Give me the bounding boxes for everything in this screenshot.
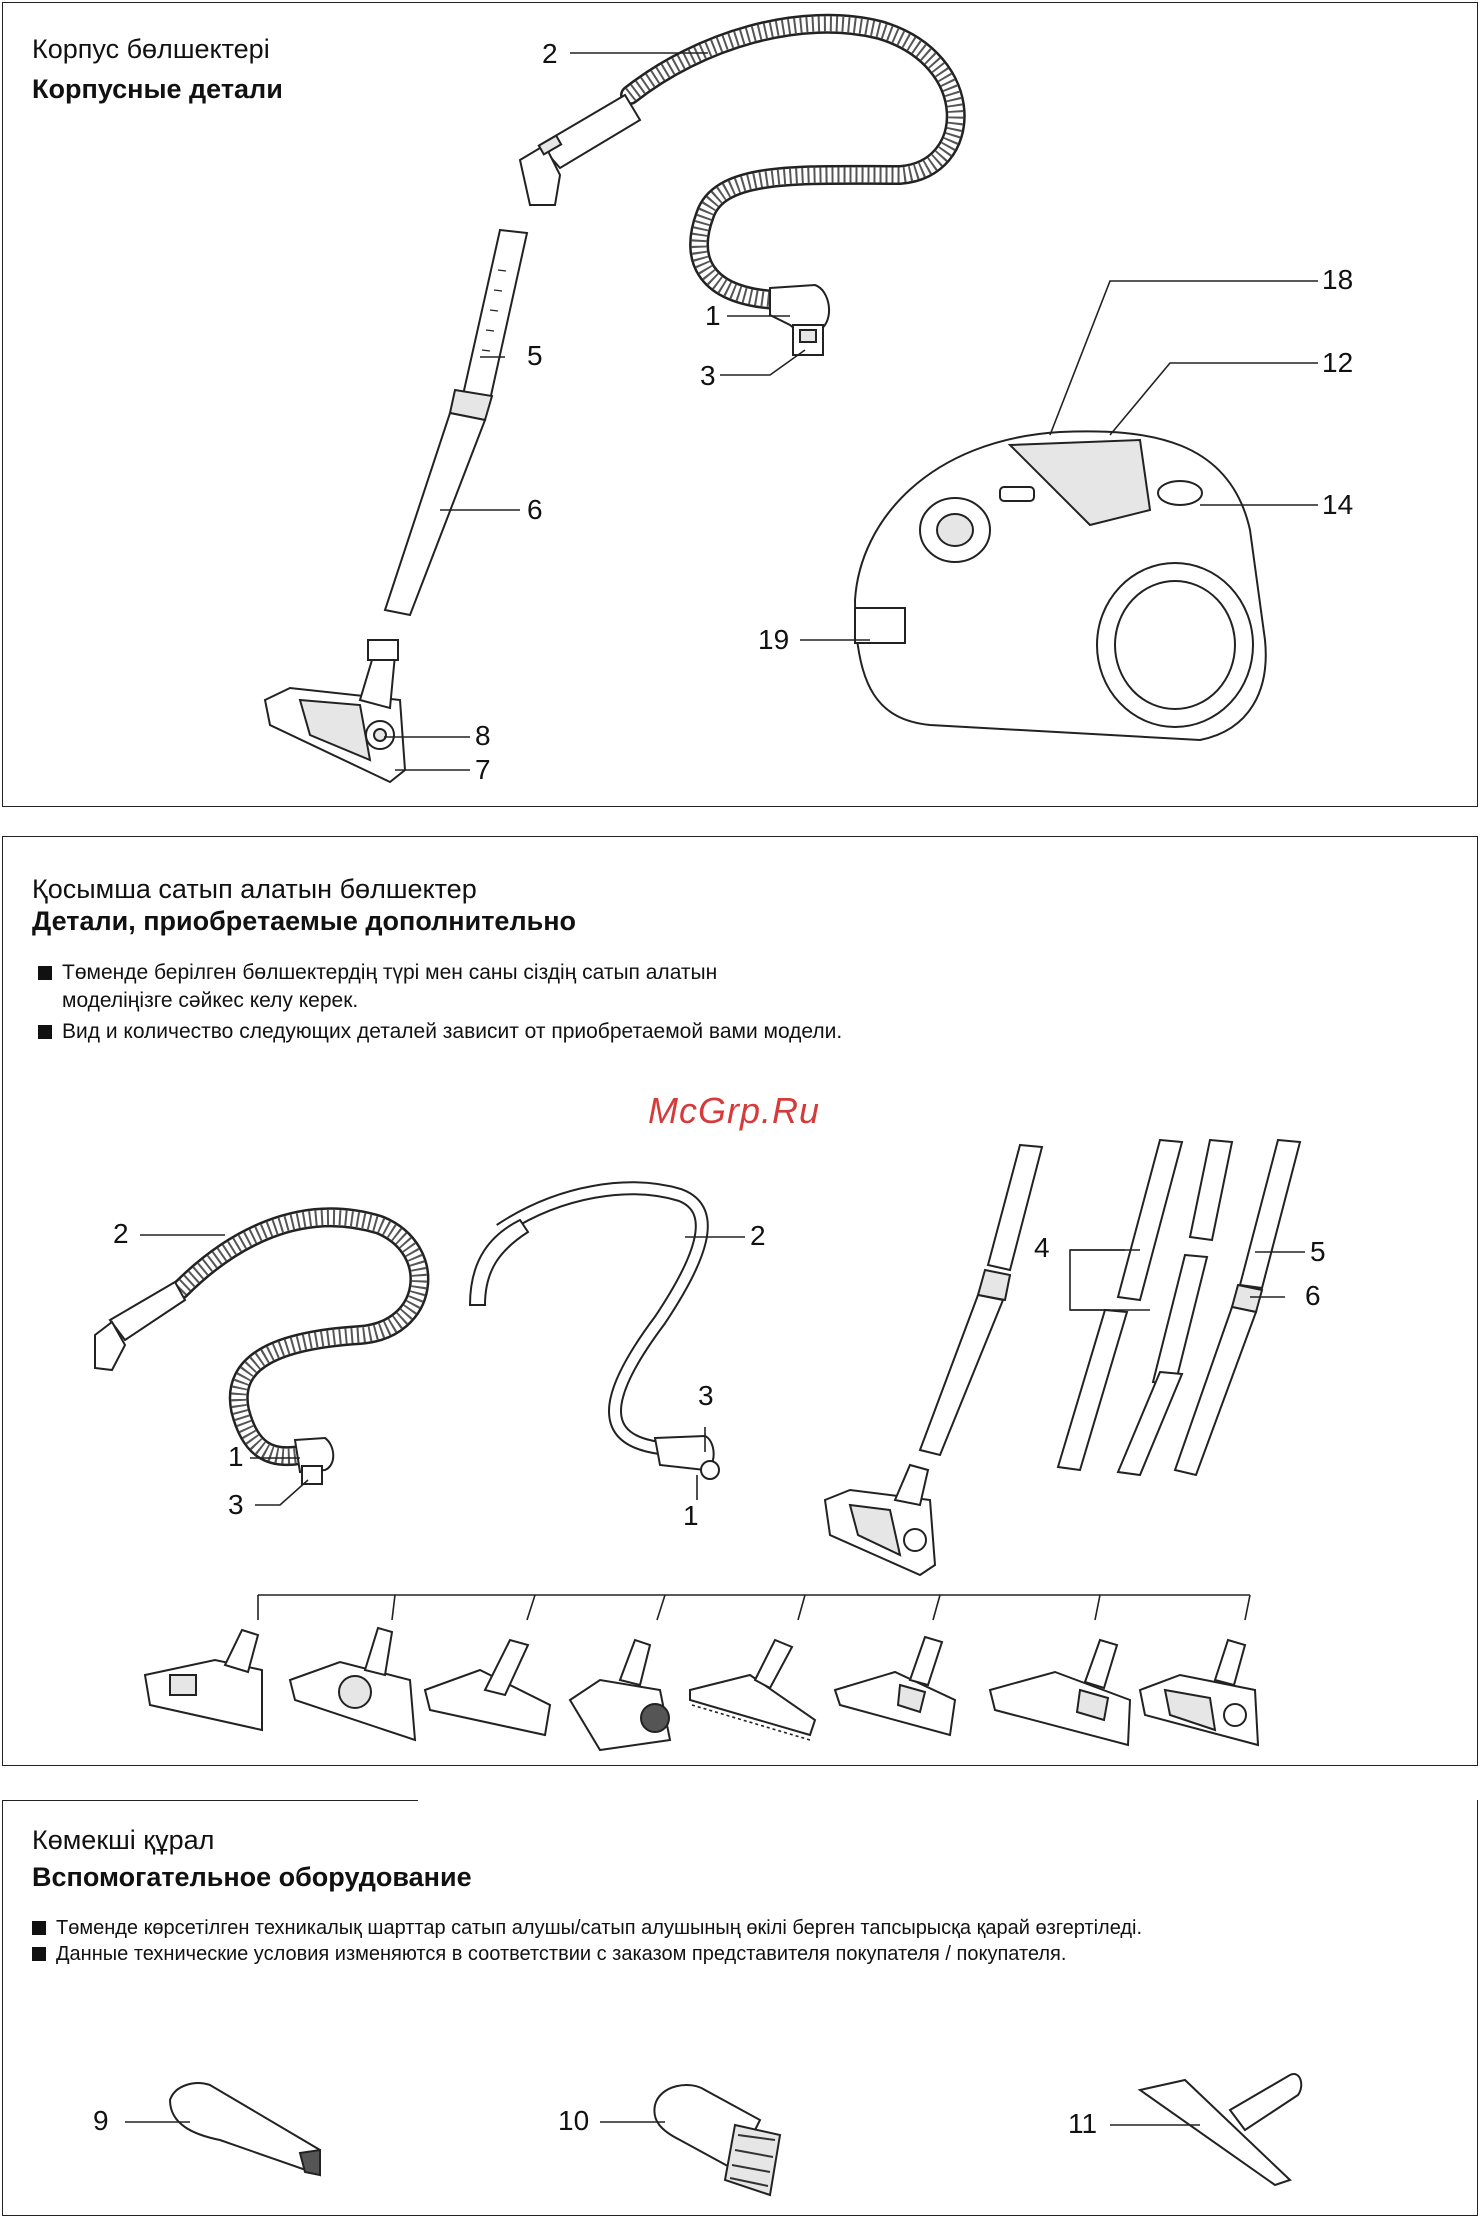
- callout-opt-clip-right: 3: [698, 1380, 714, 1411]
- callout-hose: 2: [542, 38, 558, 69]
- callout-opt-hose-right: 2: [750, 1220, 766, 1251]
- callout-opt-pipe-button: 6: [1305, 1280, 1321, 1311]
- callout-opt-connector-right: 1: [683, 1500, 699, 1531]
- section-accessories-title-ru: Вспомогательное оборудование: [32, 1862, 472, 1892]
- optional-hose-left-drawing: [94, 1207, 430, 1485]
- section-accessories-title-kz: Көмекші құрал: [32, 1825, 215, 1855]
- hose-drawing: [518, 13, 966, 356]
- callout-opt-telescopic-pipe: 5: [1310, 1236, 1326, 1267]
- accessories-bullet-ru-text: Данные технические условия изменяются в …: [56, 1943, 1067, 1965]
- section-optional-parts: [2, 836, 1478, 1766]
- callout-crevice-tool: 9: [93, 2105, 109, 2136]
- optional-bullet-kz: Төменде берілген бөлшектердің түрі мен с…: [38, 959, 717, 1015]
- optional-extension-tubes-drawing: [1056, 1138, 1302, 1477]
- callout-hose-clip: 3: [700, 360, 716, 391]
- bullet-square-icon: [38, 1025, 52, 1039]
- callout-telescopic-pipe: 5: [527, 340, 543, 371]
- callout-pipe-lower: 6: [527, 494, 543, 525]
- section-optional-title-kz: Қосымша сатып алатын бөлшектер: [32, 874, 477, 904]
- callout-opt-clip-left: 3: [228, 1489, 244, 1520]
- callout-opt-connector-left: 1: [228, 1441, 244, 1472]
- callout-body-handle: 19: [758, 624, 790, 655]
- section-body-parts-title-ru: Корпусные детали: [32, 74, 283, 104]
- floor-nozzle-drawing: [263, 639, 407, 784]
- upholstery-tool-drawing: [1137, 2073, 1303, 2187]
- dusting-brush-drawing: [653, 2084, 782, 2197]
- callout-opt-extension-tubes: 4: [1034, 1232, 1050, 1263]
- callout-floor-nozzle: 7: [475, 754, 491, 785]
- optional-bullet-kz-line1: Төменде берілген бөлшектердің түрі мен с…: [62, 961, 718, 984]
- callout-opt-hose-left: 2: [113, 1218, 129, 1249]
- callout-body-cover: 12: [1322, 347, 1354, 378]
- accessories-bullet-kz-text: Төменде көрсетілген техникалық шарттар с…: [56, 1917, 1143, 1939]
- optional-bullet-ru-text: Вид и количество следующих деталей завис…: [62, 1020, 843, 1043]
- section-body-parts-title-kz: Корпус бөлшектері: [32, 34, 270, 64]
- callout-leaders-section1: [384, 52, 1318, 771]
- telescopic-pipe-drawing: [383, 228, 529, 617]
- section-optional-title-ru: Детали, приобретаемые дополнительно: [32, 906, 576, 936]
- optional-bullet-ru: Вид и количество следующих деталей завис…: [38, 1018, 842, 1046]
- bullet-square-icon: [32, 1921, 46, 1935]
- callout-body-grille: 18: [1322, 264, 1354, 295]
- vacuum-body-drawing: [853, 430, 1267, 742]
- callout-upholstery-tool: 11: [1068, 2108, 1098, 2139]
- bullet-square-icon: [32, 1947, 46, 1961]
- callout-body-button: 14: [1322, 489, 1354, 520]
- optional-pipe-drawing: [823, 1143, 1044, 1577]
- accessories-bullet-ru: Данные технические условия изменяются в …: [32, 1940, 1066, 1968]
- optional-bullet-kz-line2: моделіңізге сәйкес келу керек.: [62, 989, 359, 1012]
- callout-hose-connector: 1: [705, 300, 721, 331]
- nozzle-options-row: [143, 1594, 1260, 1752]
- callout-nozzle-lever: 8: [475, 720, 491, 751]
- crevice-tool-drawing: [168, 2082, 321, 2177]
- accessories-bullet-kz: Төменде көрсетілген техникалық шарттар с…: [32, 1914, 1142, 1942]
- watermark: McGrp.Ru: [648, 1090, 821, 1131]
- callout-leaders-section2: [140, 1234, 1305, 1506]
- bullet-square-icon: [38, 966, 52, 980]
- optional-hose-right-drawing: [468, 1181, 720, 1480]
- callout-dusting-brush: 10: [558, 2105, 590, 2136]
- callout-leaders-section3: [125, 2121, 1200, 2126]
